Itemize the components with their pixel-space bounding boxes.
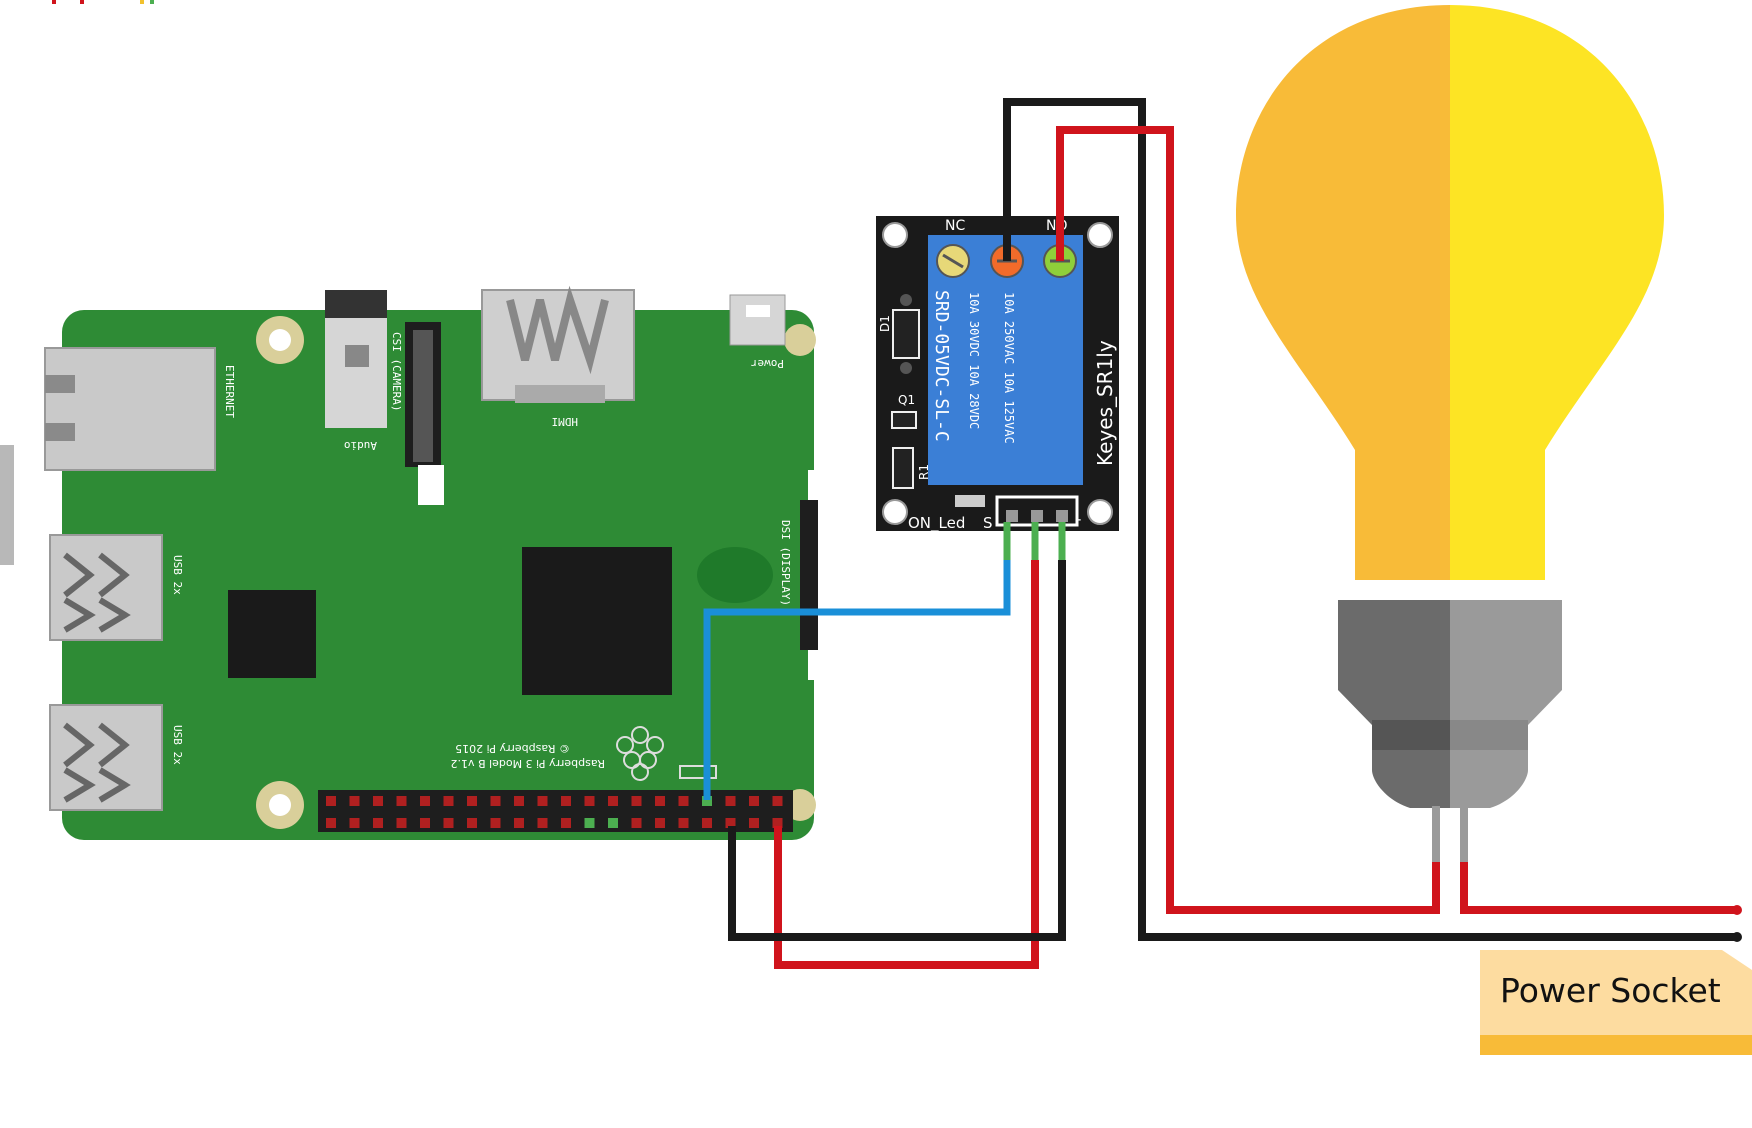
usb-controller-chip (228, 590, 316, 678)
gpio-pin (631, 818, 642, 828)
gpio-pin (326, 796, 336, 806)
gpio-pin (326, 818, 336, 828)
gpio-pin (396, 796, 407, 806)
gpio-pin (584, 796, 595, 806)
gpio-pin (490, 818, 501, 828)
gpio-pin (373, 818, 383, 828)
raspberry-logo (616, 726, 664, 781)
on-led (955, 495, 985, 507)
relay-rating-2: 10A 30VDC 10A 28VDC (967, 292, 981, 429)
ethernet-port (44, 347, 216, 471)
gpio-pin (443, 818, 454, 828)
d1-label: D1 (878, 315, 892, 332)
gpio-pin (467, 818, 477, 828)
audio-label: Audio (344, 439, 377, 452)
gpio-pin (373, 796, 383, 806)
gpio-pin (655, 796, 665, 806)
gpio-pin (443, 796, 454, 806)
soc-chip (522, 547, 672, 695)
gpio-pin (420, 818, 430, 828)
display-label: DSI (DISPLAY) (779, 520, 792, 606)
transistor-q1: Q1 (891, 393, 917, 429)
power-socket-label: Power Socket (1500, 971, 1721, 1010)
gpio-pin (749, 818, 759, 828)
gpio-pin (537, 796, 548, 806)
led-label: ON_Led (908, 514, 965, 533)
resistor-r1: R1 (892, 447, 931, 489)
gpio-pin (749, 796, 759, 806)
relay-module: NC NO SRD-05VDC-SL-C 10A 250VAC 10A 125V… (876, 216, 1119, 533)
wire-vcc-red (774, 560, 1039, 969)
audio-jack (325, 290, 387, 428)
camera-label: CSI (CAMERA) (390, 332, 403, 411)
gpio-pin (772, 818, 783, 828)
gpio-pin (467, 796, 477, 806)
gpio-pin (420, 796, 430, 806)
module-title: Keyes_SR1ly (1093, 340, 1117, 466)
ethernet-label: ETHERNET (223, 365, 236, 418)
usb-port-bottom (49, 704, 163, 811)
gpio-pin (678, 796, 689, 806)
gpio-pin (514, 796, 524, 806)
diode-d1: D1 (878, 294, 920, 374)
wires (703, 98, 1742, 969)
power-label: Power (751, 357, 784, 370)
gpio-pin (608, 818, 618, 828)
minus-label: - (1076, 510, 1081, 528)
gpio-pin (490, 796, 501, 806)
gpio-pin (631, 796, 642, 806)
hdmi-label: HDMI (552, 415, 579, 428)
copyright-label: © Raspberry Pi 2015 (455, 742, 570, 755)
relay-body (928, 285, 1083, 485)
wire-gnd-black (728, 560, 1066, 941)
usb-label-2: USB 2x (171, 725, 184, 765)
gpio-pin (702, 818, 712, 828)
wire-signal-blue (703, 560, 1011, 800)
nc-label: NC (945, 218, 965, 234)
signal-label: S (983, 514, 993, 532)
gpio-pin (725, 796, 736, 806)
display-connector (800, 470, 822, 680)
camera-connector (405, 322, 444, 505)
power-port (729, 294, 786, 346)
gpio-pin (655, 818, 665, 828)
gpio-pin (396, 818, 407, 828)
wire-mains-red-bulb (1056, 126, 1440, 914)
gpio-pin (725, 818, 736, 828)
wire-mains-red-socket (1460, 862, 1737, 914)
gpio-pin (561, 818, 571, 828)
gpio-pin (561, 796, 571, 806)
gpio-pin (537, 818, 548, 828)
gpio-pin (584, 818, 595, 828)
gpio-pin (678, 818, 689, 828)
raspberry-pi-board: ETHERNET USB 2x USB 2x Audio CSI (CAMERA… (0, 285, 822, 840)
q1-label: Q1 (898, 393, 915, 407)
power-socket-note: Power Socket (1480, 950, 1752, 1055)
r1-label: R1 (917, 464, 931, 480)
gpio-pin (349, 796, 360, 806)
relay-model-text: SRD-05VDC-SL-C (931, 290, 952, 442)
gpio-pin (514, 818, 524, 828)
usb-port-top (49, 534, 163, 641)
gpio-header (318, 790, 793, 832)
gpio-pin (772, 796, 783, 806)
board-model-label: Raspberry Pi 3 Model B v1.2 (451, 757, 605, 770)
gpio-pin (608, 796, 618, 806)
relay-rating-1: 10A 250VAC 10A 125VAC (1002, 292, 1016, 444)
light-bulb (1236, 5, 1664, 866)
gpio-pin (702, 796, 712, 806)
wire-mains-black (1003, 98, 1737, 941)
hdmi-port (481, 285, 635, 403)
gpio-pin (349, 818, 360, 828)
usb-label-1: USB 2x (171, 555, 184, 595)
